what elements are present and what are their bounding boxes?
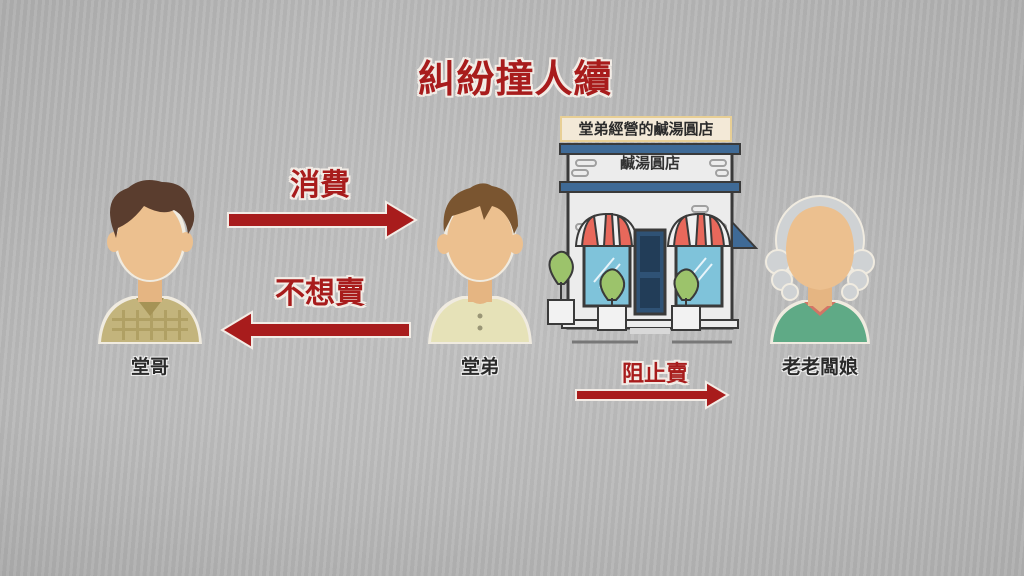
avatar-younger-cousin (422, 176, 538, 346)
arrow-left-icon (220, 310, 411, 350)
shop-building (542, 142, 762, 350)
arrow-right-icon (575, 380, 730, 410)
label-younger-cousin: 堂弟 (460, 356, 499, 378)
person-icon (98, 180, 202, 344)
avatar-old-owner (762, 190, 878, 346)
arrow-right-icon (227, 200, 418, 240)
arrow-label-consume: 消費 (290, 168, 350, 203)
diagram-title: 糾紛撞人續 (417, 57, 613, 101)
person-icon (765, 195, 875, 344)
label-old-owner: 老老闆娘 (781, 356, 858, 378)
arrow-right-consume (226, 200, 418, 240)
arrow-left-not-want-sell (220, 310, 412, 350)
arrow-label-stop-sell: 阻止賣 (621, 362, 688, 387)
storefront-icon (547, 143, 759, 344)
arrow-right-stop-sell (574, 380, 730, 410)
avatar-elder-cousin (92, 176, 208, 346)
shop-caption: 堂弟經營的鹹湯圓店 (560, 116, 732, 142)
shop-sign-text: 鹹湯圓店 (619, 154, 680, 172)
person-icon (428, 183, 532, 344)
label-elder-cousin: 堂哥 (130, 356, 169, 378)
arrow-label-not-want-sell: 不想賣 (275, 276, 365, 311)
